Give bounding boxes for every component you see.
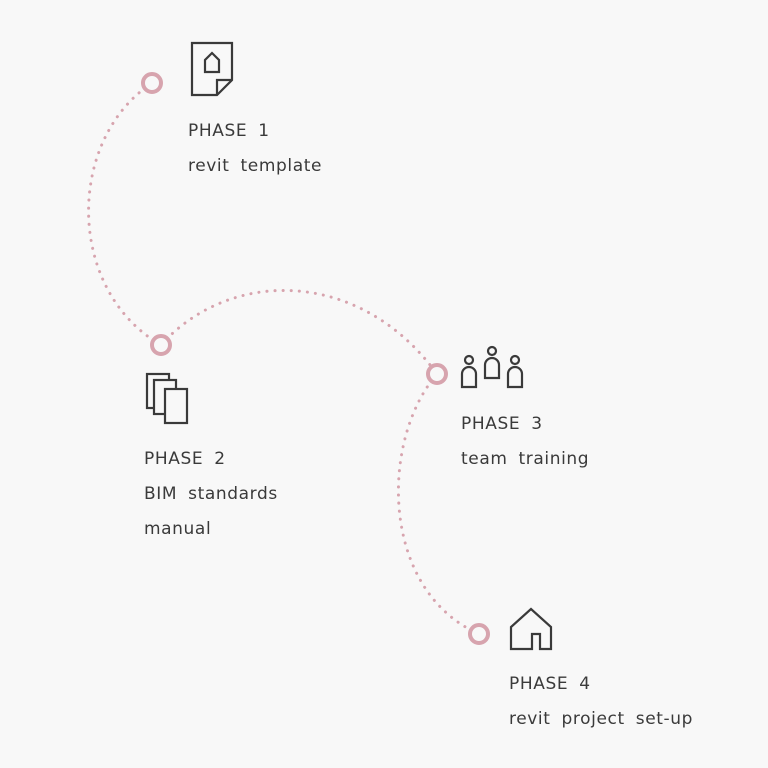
phase-3-title: team training bbox=[461, 449, 590, 469]
phase-2-node bbox=[150, 334, 172, 356]
phase-4-label: PHASE 4 bbox=[509, 674, 591, 694]
connector-phase1-phase2 bbox=[87, 81, 163, 347]
phase-3-label: PHASE 3 bbox=[461, 414, 543, 434]
phase-1-title: revit template bbox=[188, 156, 323, 176]
phase-2-title-line-2: manual bbox=[144, 519, 212, 539]
phase-3-node bbox=[426, 363, 448, 385]
phase-1-label: PHASE 1 bbox=[188, 121, 270, 141]
team-people-icon bbox=[460, 345, 524, 389]
phase-4-title: revit project set-up bbox=[509, 709, 694, 729]
phase-1-node bbox=[141, 72, 163, 94]
connector-phase2-phase3 bbox=[159, 288, 439, 376]
phase-2-label: PHASE 2 bbox=[144, 449, 226, 469]
phase-4-node bbox=[468, 623, 490, 645]
phase-2-title-line-1: BIM standards bbox=[144, 484, 278, 504]
house-outline-icon bbox=[509, 607, 553, 651]
connector-phase3-phase4 bbox=[396, 372, 481, 636]
house-document-icon bbox=[190, 41, 234, 97]
stacked-documents-icon bbox=[145, 372, 189, 425]
